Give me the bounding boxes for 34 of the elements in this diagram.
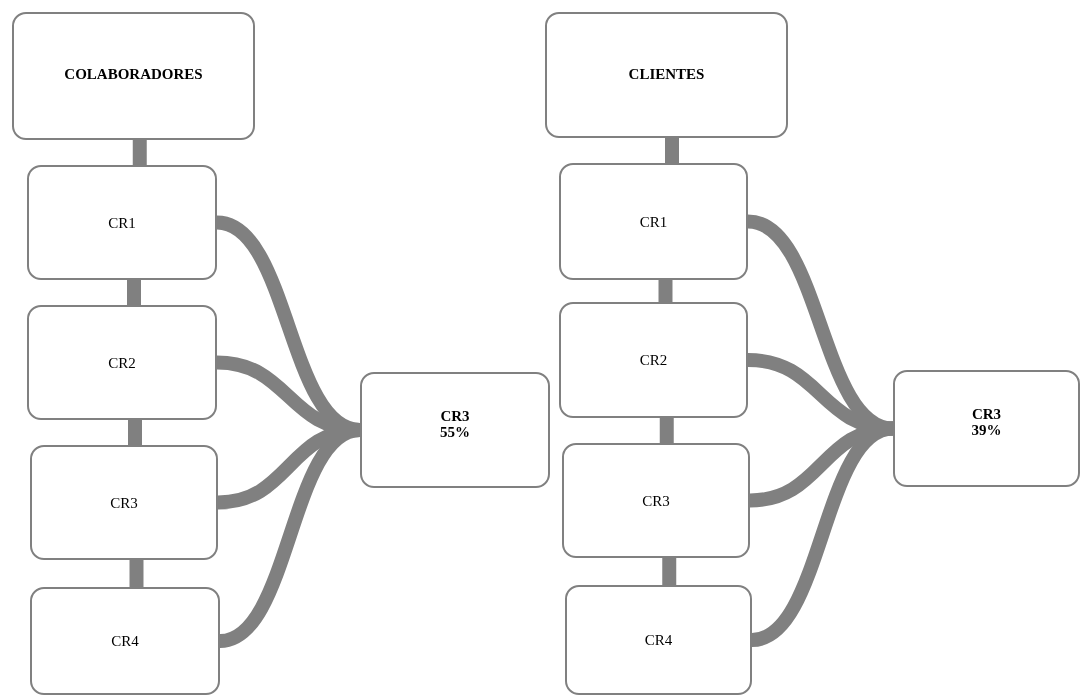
node-label: CR3 [110, 494, 138, 511]
node-label: CR1 [108, 214, 136, 231]
connector [665, 138, 679, 163]
node-label: CR4 [644, 632, 673, 648]
connector [127, 280, 141, 305]
process-box [559, 163, 748, 280]
node-label: CR2 [639, 352, 668, 368]
process-box [30, 445, 218, 560]
process-box [30, 587, 220, 695]
connector [132, 140, 147, 165]
heading-box [545, 12, 788, 138]
connector [659, 418, 674, 443]
process-box [565, 585, 752, 695]
node-label: COLABORADORES [64, 66, 203, 82]
node-label: CLIENTES [628, 66, 705, 82]
connector [129, 560, 144, 587]
node-label: 55% [440, 424, 470, 440]
connector [658, 280, 673, 302]
node-label: CR3 [971, 406, 1002, 422]
node-label: CR2 [108, 354, 136, 371]
node-label: CR3 [440, 408, 470, 424]
process-box [27, 305, 217, 420]
connector [128, 420, 142, 445]
result-box [360, 372, 550, 488]
node-label: CR3 [642, 492, 670, 509]
process-box [559, 302, 748, 418]
process-box [562, 443, 750, 558]
node-label: CR4 [111, 633, 139, 649]
node-label: CR1 [639, 213, 668, 230]
connector [662, 558, 677, 585]
process-box [27, 165, 217, 280]
result-box [893, 370, 1080, 487]
node-label: 39% [971, 422, 1002, 438]
heading-box [12, 12, 255, 140]
